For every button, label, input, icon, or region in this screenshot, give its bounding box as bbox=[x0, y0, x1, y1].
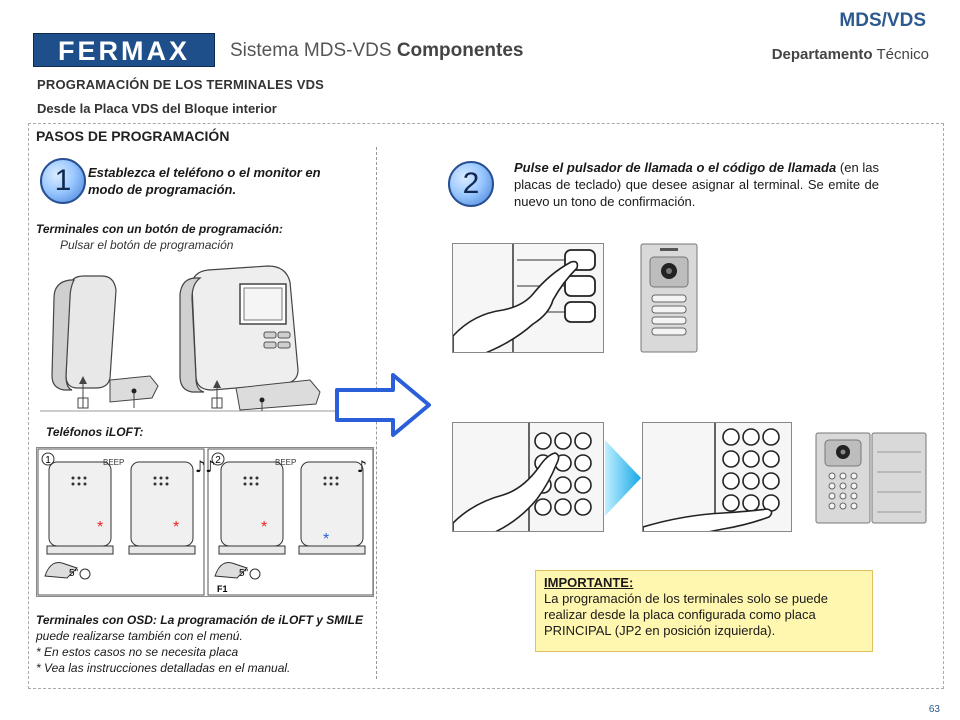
svg-text:5": 5" bbox=[69, 568, 79, 579]
important-text: La programación de los terminales solo s… bbox=[544, 591, 829, 638]
phone-monitor-illustration bbox=[40, 258, 340, 418]
section-subtitle-2: Desde la Placa VDS del Bloque interior bbox=[37, 101, 277, 116]
iloft-title: Teléfonos iLOFT: bbox=[46, 425, 144, 439]
svg-text:1: 1 bbox=[45, 455, 51, 466]
svg-text:5": 5" bbox=[239, 568, 249, 579]
next-step-arrow bbox=[333, 372, 433, 438]
push-button-panel bbox=[640, 243, 698, 353]
svg-text:*: * bbox=[323, 531, 329, 548]
step-2-text: Pulse el pulsador de llamada o el código… bbox=[514, 160, 879, 209]
svg-text:BEEP: BEEP bbox=[275, 458, 296, 467]
fermax-logo: FERMAX bbox=[33, 33, 215, 67]
steps-panel bbox=[28, 123, 944, 689]
iloft-illustration: 1 2 * * * * BEEP BEE bbox=[36, 447, 374, 597]
important-heading: IMPORTANTE: bbox=[544, 575, 634, 590]
svg-text:*: * bbox=[173, 519, 179, 536]
section-subtitle: PROGRAMACIÓN DE LOS TERMINALES VDS bbox=[37, 77, 325, 92]
svg-text:*: * bbox=[97, 519, 103, 536]
keypad-photo-2 bbox=[642, 422, 792, 532]
page-number: 63 bbox=[928, 704, 940, 715]
push-button-photo bbox=[452, 243, 604, 353]
svg-text:BEEP: BEEP bbox=[103, 458, 124, 467]
document-title: Sistema MDS-VDS Componentes bbox=[230, 40, 524, 61]
step-1-text: Establezca el teléfono o el monitor en m… bbox=[88, 165, 321, 197]
important-note: IMPORTANTE: La programación de los termi… bbox=[535, 570, 873, 652]
terminals-button-sub: Pulsar el botón de programación bbox=[60, 238, 234, 252]
svg-text:♪: ♪ bbox=[357, 457, 367, 476]
keypad-photo-1 bbox=[452, 422, 604, 532]
step-2-badge: 2 bbox=[448, 161, 494, 207]
system-label: MDS/VDS bbox=[839, 10, 926, 31]
svg-text:*: * bbox=[261, 519, 267, 536]
terminals-button-title: Terminales con un botón de programación: bbox=[36, 222, 283, 236]
svg-text:♪♪: ♪♪ bbox=[195, 457, 215, 476]
keypad-panel bbox=[815, 432, 927, 524]
osd-note: Terminales con OSD: La programación de i… bbox=[36, 613, 363, 675]
svg-text:2: 2 bbox=[215, 455, 221, 466]
transition-chevron bbox=[605, 440, 641, 516]
steps-title: PASOS DE PROGRAMACIÓN bbox=[36, 128, 230, 144]
step-1-badge: 1 bbox=[40, 158, 86, 204]
svg-text:FERMAX: FERMAX bbox=[58, 36, 190, 66]
department-label: Departamento Técnico bbox=[771, 46, 929, 63]
svg-text:F1: F1 bbox=[217, 584, 228, 594]
